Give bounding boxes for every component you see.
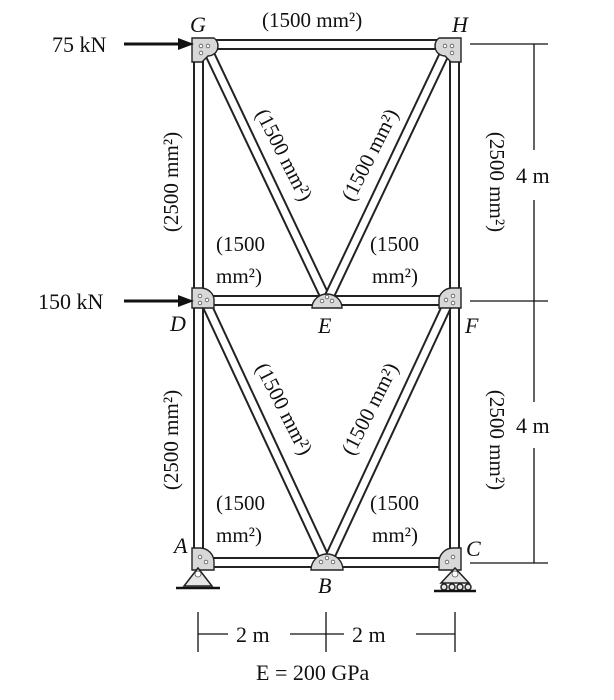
- roller-support-C: [434, 566, 476, 593]
- gusset-A: [191, 547, 215, 571]
- material-modulus: E = 200 GPa: [256, 660, 369, 685]
- dimension-label-lower: 4 m: [516, 413, 550, 438]
- member-label-GH: (1500 mm²): [262, 8, 362, 32]
- gusset-G: [191, 37, 219, 63]
- node-label-G: G: [190, 12, 206, 37]
- node-label-B: B: [318, 573, 331, 598]
- gusset-D: [191, 287, 215, 309]
- dimension-horizontal: [197, 612, 456, 652]
- load-label-150kN: 150 kN: [38, 289, 104, 314]
- member-HF: [449, 43, 460, 302]
- member-label-DE-line1: (1500: [216, 232, 265, 256]
- member-label-BC-line1: (1500: [370, 491, 419, 515]
- node-label-C: C: [466, 536, 481, 561]
- member-label-DA: (2500 mm²): [159, 390, 183, 490]
- node-label-H: H: [451, 12, 469, 37]
- gusset-E: [311, 293, 343, 309]
- node-label-A: A: [172, 533, 188, 558]
- load-label-75kN: 75 kN: [52, 32, 107, 57]
- member-label-BC-line2: mm²): [372, 523, 418, 547]
- member-GH: [197, 39, 457, 50]
- member-GD: [193, 43, 204, 302]
- dimension-label-left: 2 m: [236, 622, 270, 647]
- member-label-DE-line2: mm²): [216, 264, 262, 288]
- member-label-FC: (2500 mm²): [485, 390, 509, 490]
- node-label-D: D: [169, 311, 186, 336]
- dimension-vertical: [470, 43, 548, 564]
- gusset-B: [310, 553, 344, 571]
- load-arrow-75kN: [124, 38, 194, 50]
- node-label-F: F: [464, 313, 479, 338]
- load-arrow-150kN: [124, 295, 194, 307]
- member-label-EF-line1: (1500: [370, 232, 419, 256]
- gusset-C: [438, 547, 462, 571]
- member-label-AB-line2: mm²): [216, 523, 262, 547]
- node-label-E: E: [317, 313, 332, 338]
- member-label-AB-line1: (1500: [216, 491, 265, 515]
- member-FC: [449, 300, 460, 564]
- gusset-H: [434, 37, 462, 63]
- dimension-label-right: 2 m: [352, 622, 386, 647]
- member-label-EF-line2: mm²): [372, 264, 418, 288]
- member-label-GD: (2500 mm²): [159, 132, 183, 232]
- dimension-label-upper: 4 m: [516, 163, 550, 188]
- member-DA: [193, 300, 204, 564]
- member-GE: [198, 38, 332, 303]
- gusset-F: [438, 287, 462, 309]
- member-label-HF: (2500 mm²): [485, 132, 509, 232]
- member-HE: [322, 38, 456, 303]
- pin-support-A: [176, 566, 220, 590]
